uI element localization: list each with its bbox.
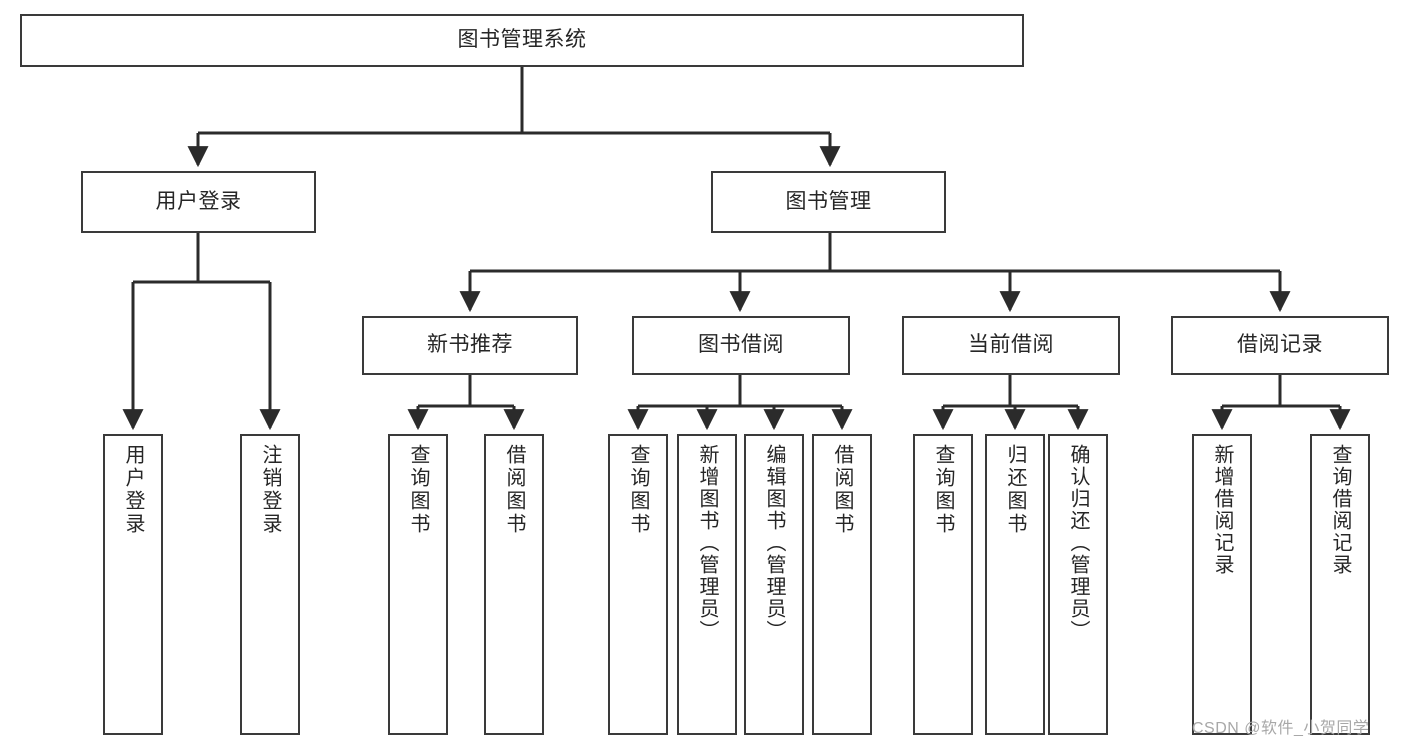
node-leaf-borrow-book-rec-label: 借阅图书: [503, 444, 525, 536]
node-leaf-user-login[interactable]: 用户登录: [103, 434, 163, 735]
node-leaf-borrow-book[interactable]: 借阅图书: [812, 434, 872, 735]
node-leaf-confirm-return-label: 确认归还（管理员）: [1067, 444, 1089, 642]
node-root[interactable]: 图书管理系统: [20, 14, 1024, 67]
node-leaf-borrow-book-label: 借阅图书: [831, 444, 853, 536]
node-leaf-query-record[interactable]: 查询借阅记录: [1310, 434, 1370, 735]
node-leaf-query-book-rec-label: 查询图书: [407, 444, 429, 536]
node-leaf-add-book[interactable]: 新增图书（管理员）: [677, 434, 737, 735]
node-leaf-confirm-return[interactable]: 确认归还（管理员）: [1048, 434, 1108, 735]
node-leaf-user-login-label: 用户登录: [122, 444, 144, 536]
node-leaf-logout-label: 注销登录: [259, 444, 281, 536]
node-leaf-add-book-label: 新增图书（管理员）: [696, 444, 718, 642]
node-leaf-return-book[interactable]: 归还图书: [985, 434, 1045, 735]
node-leaf-edit-book-label: 编辑图书（管理员）: [763, 444, 785, 642]
node-book-borrow[interactable]: 图书借阅: [632, 316, 850, 375]
node-leaf-query-book-cur[interactable]: 查询图书: [913, 434, 973, 735]
node-new-book-rec-label: 新书推荐: [427, 333, 513, 357]
node-book-manage[interactable]: 图书管理: [711, 171, 946, 233]
node-leaf-edit-book[interactable]: 编辑图书（管理员）: [744, 434, 804, 735]
node-leaf-query-book-rec[interactable]: 查询图书: [388, 434, 448, 735]
node-new-book-rec[interactable]: 新书推荐: [362, 316, 578, 375]
node-leaf-query-book-borrow-label: 查询图书: [627, 444, 649, 536]
node-leaf-query-book-cur-label: 查询图书: [932, 444, 954, 536]
node-current-borrow-label: 当前借阅: [968, 333, 1054, 357]
node-borrow-record[interactable]: 借阅记录: [1171, 316, 1389, 375]
node-book-borrow-label: 图书借阅: [698, 333, 784, 357]
node-leaf-logout[interactable]: 注销登录: [240, 434, 300, 735]
csdn-watermark: CSDN @软件_小贺同学: [1192, 720, 1370, 737]
node-book-manage-label: 图书管理: [785, 189, 872, 213]
node-user-login-label: 用户登录: [155, 189, 242, 213]
node-current-borrow[interactable]: 当前借阅: [902, 316, 1120, 375]
node-leaf-add-record[interactable]: 新增借阅记录: [1192, 434, 1252, 735]
node-leaf-query-record-label: 查询借阅记录: [1329, 444, 1351, 576]
node-root-label: 图书管理系统: [457, 28, 587, 52]
node-leaf-query-book-borrow[interactable]: 查询图书: [608, 434, 668, 735]
node-leaf-borrow-book-rec[interactable]: 借阅图书: [484, 434, 544, 735]
node-leaf-return-book-label: 归还图书: [1004, 444, 1026, 536]
node-borrow-record-label: 借阅记录: [1237, 333, 1323, 357]
node-user-login[interactable]: 用户登录: [81, 171, 316, 233]
node-leaf-add-record-label: 新增借阅记录: [1211, 444, 1233, 576]
